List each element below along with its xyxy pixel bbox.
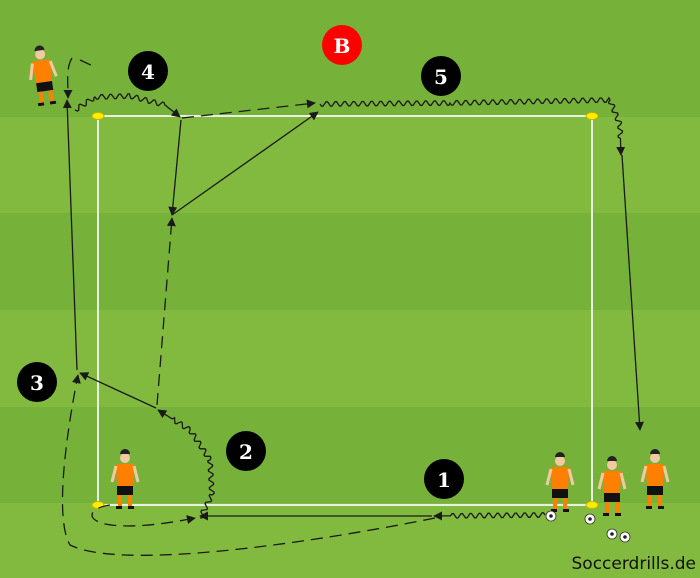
- pass-arrow: [171, 111, 319, 216]
- ball: [584, 513, 596, 525]
- step-label: 3: [30, 371, 44, 395]
- step-marker-4: 4: [128, 51, 168, 91]
- cone-bottom-right: [585, 501, 599, 509]
- group-marker-b: B: [322, 25, 362, 65]
- step-label: 1: [437, 468, 451, 492]
- run-arrow: [156, 217, 176, 406]
- step-label: 5: [434, 65, 448, 89]
- dribble-arrow: [433, 511, 546, 521]
- run-arrow: [79, 59, 96, 68]
- pass-arrow: [621, 154, 644, 431]
- cone-top-left: [91, 112, 105, 120]
- pass-arrow: [168, 119, 182, 216]
- cone-bottom-left: [91, 501, 105, 509]
- drill-square: [97, 115, 593, 506]
- group-label: B: [334, 34, 351, 58]
- dribble-arrow: [74, 93, 181, 118]
- ball: [545, 510, 557, 522]
- pass-arrow: [79, 372, 157, 409]
- step-markers: 1 2 3 4 5 B: [17, 25, 464, 499]
- run-arrow: [91, 504, 196, 527]
- ball: [606, 528, 618, 540]
- step-marker-5: 5: [421, 56, 461, 96]
- step-label: 2: [239, 440, 253, 464]
- run-arrow: [63, 57, 73, 99]
- step-marker-2: 2: [226, 431, 266, 471]
- cone-top-right: [585, 112, 599, 120]
- dribble-arrow: [319, 96, 626, 156]
- run-arrow: [61, 374, 436, 556]
- dribble-arrow: [157, 409, 215, 519]
- step-marker-3: 3: [17, 362, 57, 402]
- step-marker-1: 1: [424, 459, 464, 499]
- run-arrow: [181, 99, 316, 119]
- step-label: 4: [141, 60, 155, 84]
- movement-lines: [61, 57, 644, 556]
- ball: [619, 531, 631, 543]
- watermark: Soccerdrills.de: [571, 554, 697, 574]
- pass-arrow: [62, 99, 78, 371]
